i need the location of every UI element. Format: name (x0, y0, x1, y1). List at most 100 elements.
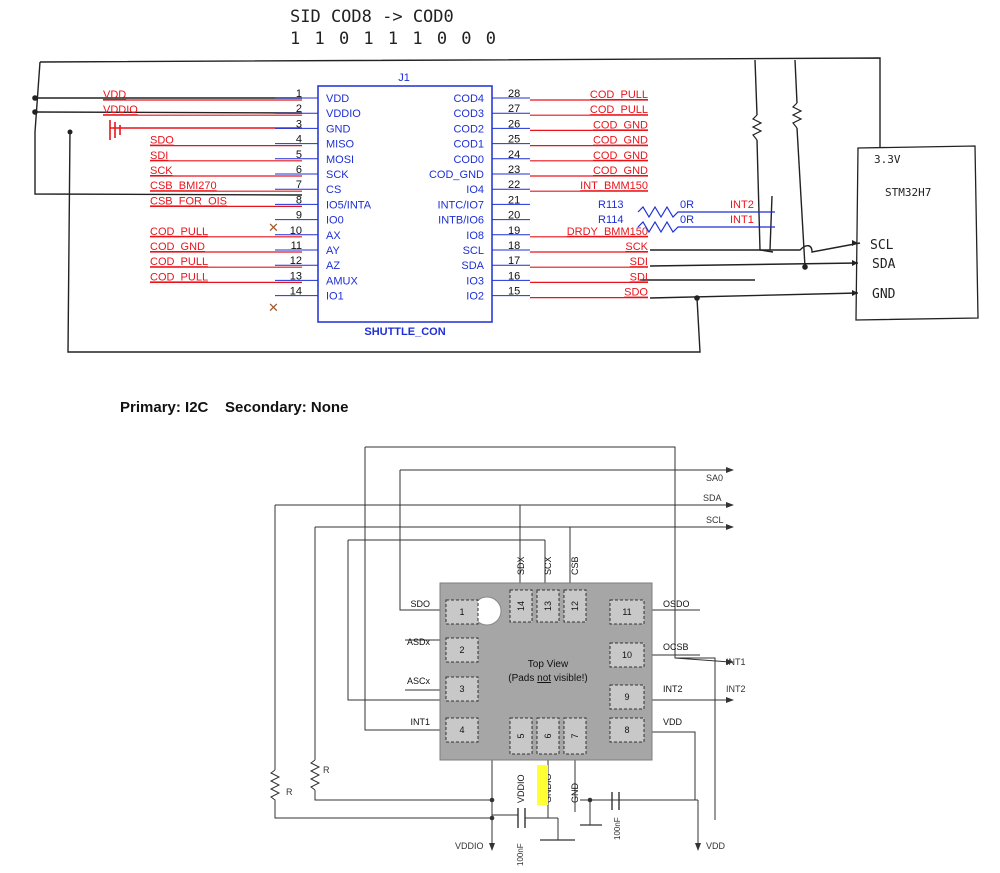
left-net-label: CSB_FOR_OIS (150, 195, 227, 207)
cap1-value: 100nF (516, 843, 525, 866)
pad-right-net: VDD (663, 717, 683, 727)
cap2-value: 100nF (613, 817, 622, 840)
resistor-label-right: R (323, 765, 330, 775)
left-pin-number: 2 (296, 103, 302, 115)
left-pin-number: 10 (290, 225, 302, 237)
right-pin-number: 27 (508, 103, 520, 115)
pad-right (609, 599, 645, 625)
pad-left-net: INT1 (410, 717, 430, 727)
right-pin-name: SDA (461, 260, 484, 272)
pad-right (609, 642, 645, 668)
pullup-resistor-sda (791, 102, 803, 129)
right-pin-name: COD_GND (429, 169, 484, 181)
right-net-label: COD_PULL (590, 104, 648, 116)
bus-sa0: SA0 (706, 473, 723, 483)
mcu-pin-sda: SDA (872, 257, 896, 272)
left-pin-name: IO1 (326, 291, 344, 303)
right-pin-name: COD1 (453, 139, 484, 151)
pad-top-net: CSB (570, 556, 580, 575)
left-pin-number: 1 (296, 88, 302, 100)
right-pin-number: 22 (508, 179, 520, 191)
right-pin-number: 17 (508, 255, 520, 267)
left-pin-name: VDDIO (326, 108, 361, 120)
pad-top (563, 589, 587, 623)
right-pin-name: IO2 (466, 291, 484, 303)
arrow-scl-icon (852, 240, 858, 246)
left-pin-name: MOSI (326, 154, 354, 166)
right-pin-name: INTC/IO7 (438, 199, 484, 211)
pad-right (609, 717, 645, 743)
right-pin-name: COD4 (453, 93, 484, 105)
left-pin-name: IO0 (326, 215, 344, 227)
left-net-label: SCK (150, 165, 173, 177)
connector-name: SHUTTLE_CON (364, 326, 445, 338)
left-pin-name: SCK (326, 169, 349, 181)
right-pin-number: 26 (508, 118, 520, 130)
right-pin-number: 23 (508, 164, 520, 176)
left-pin-number: 7 (296, 179, 302, 191)
right-net-label: SDO (624, 287, 648, 299)
chip-pads: 1SDO2ASDx3ASCx4INT114SDX13SCX12CSB11OSDO… (407, 556, 690, 803)
pad-top-number: 14 (516, 601, 526, 611)
left-pin-name: CS (326, 184, 341, 196)
left-net-label: SDI (150, 150, 168, 162)
left-pin-number: 4 (296, 134, 302, 146)
right-net-label: INT_BMM150 (580, 180, 648, 192)
nc-mark-pin14: ✕ (268, 300, 279, 315)
left-pin-name: AX (326, 230, 341, 242)
right-net-label: SCK (625, 241, 648, 253)
nc-mark-pin9: ✕ (268, 220, 279, 235)
right-pin-number: 28 (508, 88, 520, 100)
mcu-pin-gnd: GND (872, 287, 896, 302)
mcu-name: STM32H7 (885, 186, 931, 199)
gndio-highlight (537, 765, 548, 805)
arrow-sda-icon (852, 260, 858, 266)
bus-sda: SDA (703, 493, 722, 503)
pad-right-number: 10 (622, 650, 632, 660)
r114-net: INT1 (730, 214, 754, 226)
right-pin-number: 19 (508, 225, 520, 237)
r114-value: 0R (680, 214, 694, 226)
connector-ref: J1 (398, 72, 410, 84)
pad-bottom-net: GND (570, 783, 580, 804)
pad-left-number: 3 (459, 684, 464, 694)
bottom-wires (274, 446, 731, 850)
right-pin-name: IO3 (466, 275, 484, 287)
hand-wires (34, 57, 881, 353)
right-pin-number: 15 (508, 286, 520, 298)
pad-right-net: OCSB (663, 642, 689, 652)
pad-top-net: SCX (543, 556, 553, 575)
left-pin-number: 6 (296, 164, 302, 176)
pad-left-number: 2 (459, 645, 464, 655)
arrow-gnd-icon (852, 290, 858, 296)
right-net-label: COD_GND (593, 119, 648, 131)
right-net-label: SDI (630, 271, 648, 283)
sid-title: SID COD8 -> COD0 (290, 7, 454, 27)
pad-top (536, 589, 560, 623)
left-net-label: CSB_BMI270 (150, 180, 217, 192)
pad-left-net: ASDx (407, 637, 431, 647)
r114-ref: R114 (598, 214, 623, 226)
right-pin-name: COD2 (453, 123, 484, 135)
arrow-vddio-icon (489, 843, 495, 851)
cap-vdd (611, 792, 620, 810)
left-net-label: VDDIO (103, 104, 138, 116)
pad-left-net: ASCx (407, 676, 431, 686)
left-pin-number: 12 (290, 255, 302, 267)
left-pin-number: 5 (296, 149, 302, 161)
right-pin-name: SCL (463, 245, 484, 257)
arrow-scl-icon (726, 524, 734, 530)
bus-arrows (489, 467, 734, 851)
right-net-label: COD_PULL (590, 89, 648, 101)
pad-bottom-net: VDDIO (516, 774, 526, 803)
pad-top-number: 13 (543, 601, 553, 611)
pad-top-number: 12 (570, 601, 580, 611)
resistor-label-left: R (286, 787, 293, 797)
left-net-label: COD_PULL (150, 271, 208, 283)
right-pin-name: COD0 (453, 154, 484, 166)
pad-bottom-number: 6 (543, 733, 553, 738)
left-pin-name: IO5/INTA (326, 199, 372, 211)
pad-right-net: INT2 (663, 684, 683, 694)
